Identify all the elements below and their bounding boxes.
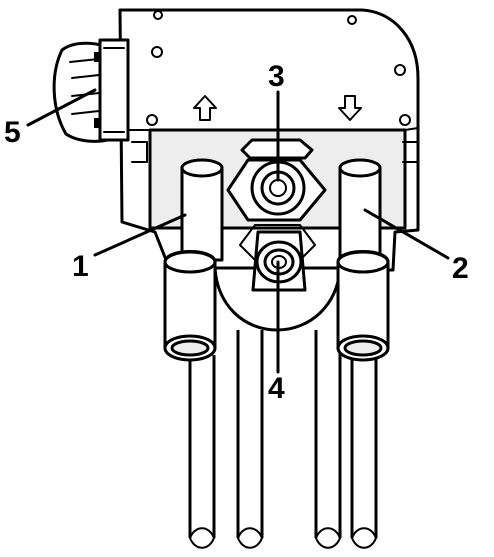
side-connector-5 <box>52 38 130 143</box>
hose-1 <box>163 158 224 362</box>
callout-labels: 5 1 2 3 4 <box>4 60 469 405</box>
callout-label-3: 3 <box>268 60 285 93</box>
callout-label-2: 2 <box>452 252 469 285</box>
down-arrow-icon <box>338 95 362 121</box>
callout-label-4: 4 <box>268 372 285 405</box>
up-arrow-icon <box>193 95 217 121</box>
leader-lines <box>26 88 450 374</box>
lower-pipes <box>188 330 378 549</box>
port-4-fitting <box>251 230 307 292</box>
callout-label-1: 1 <box>72 250 89 283</box>
port-3-fitting <box>226 138 327 261</box>
hose-2 <box>336 158 390 362</box>
callout-label-5: 5 <box>4 116 21 149</box>
